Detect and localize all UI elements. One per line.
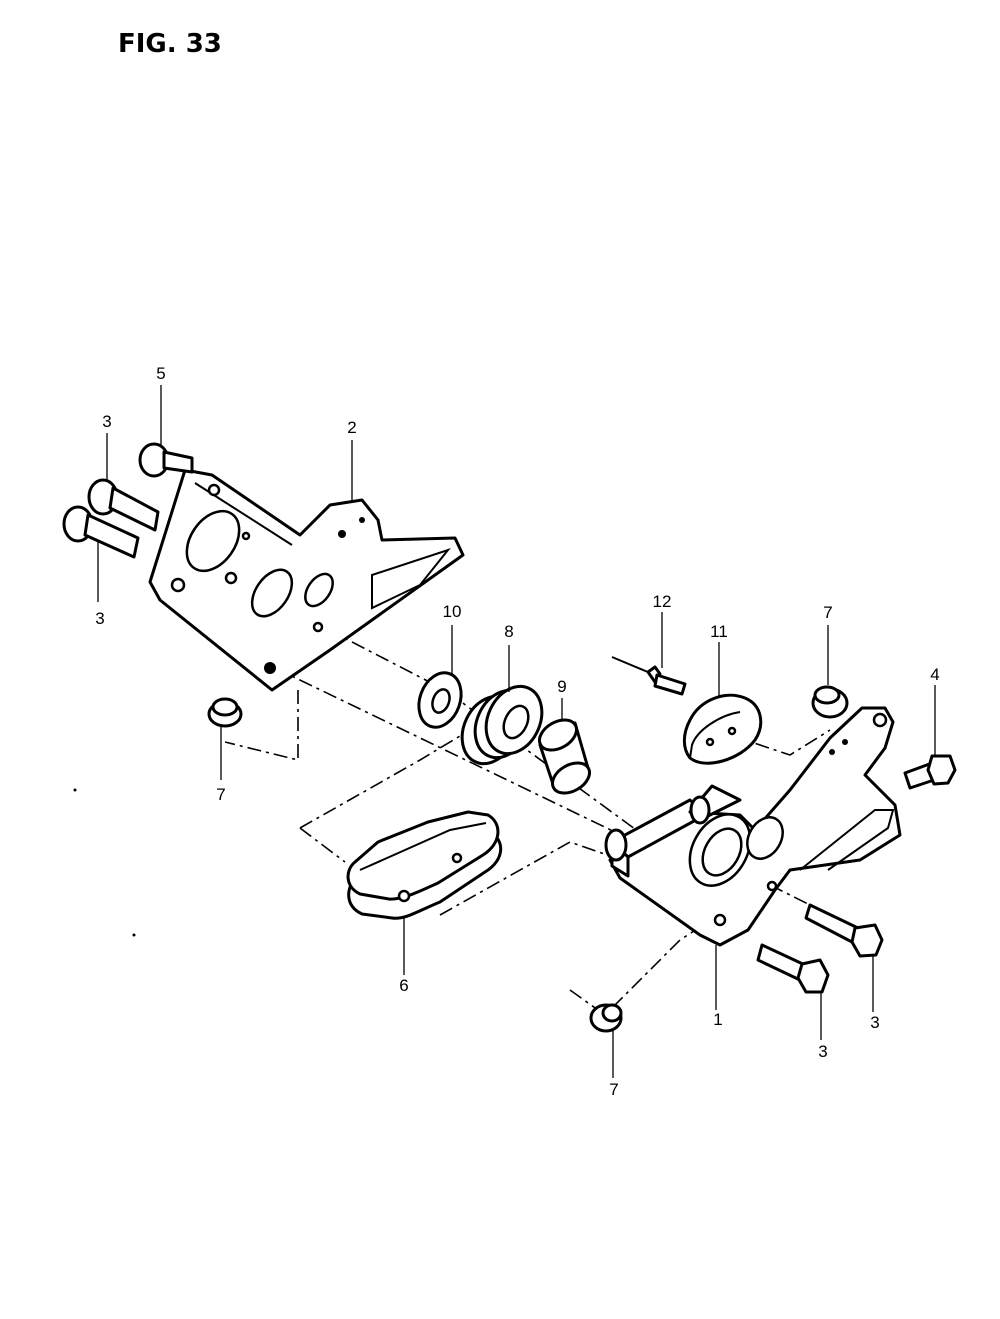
callout-7-left: 7 xyxy=(216,785,225,804)
callout-7-upper: 7 xyxy=(823,603,832,622)
callout-3-top: 3 xyxy=(102,412,111,431)
bolt-5 xyxy=(138,442,194,478)
callout-labels: 2 5 3 3 10 8 9 12 11 7 4 7 6 1 3 3 7 xyxy=(95,364,939,1099)
nut-7-left xyxy=(207,697,243,728)
callout-5: 5 xyxy=(156,364,165,383)
cushion-11 xyxy=(682,693,763,765)
nut-7-bottom xyxy=(589,1003,623,1033)
callout-2: 2 xyxy=(347,418,356,437)
bracket-assembly-1 xyxy=(604,706,902,947)
callout-1: 1 xyxy=(713,1010,722,1029)
callout-11: 11 xyxy=(710,622,728,641)
leader-lines xyxy=(97,385,936,1078)
bolt-3-upper xyxy=(87,478,160,532)
callout-12: 12 xyxy=(653,592,672,611)
callout-4: 4 xyxy=(930,665,939,684)
pad-6 xyxy=(346,810,503,920)
callout-3-bottom: 3 xyxy=(818,1042,827,1061)
stray-mark xyxy=(73,788,77,792)
callout-3-right: 3 xyxy=(870,1013,879,1032)
bolt-3-right-lower xyxy=(756,943,830,994)
nut-7-upper-right xyxy=(811,685,849,719)
washer-10 xyxy=(417,671,463,729)
callout-6: 6 xyxy=(399,976,408,995)
callout-9: 9 xyxy=(557,677,566,696)
callout-3-left: 3 xyxy=(95,609,104,628)
stray-mark xyxy=(132,933,136,937)
bolt-3-right-upper xyxy=(804,903,884,958)
callout-10: 10 xyxy=(443,602,462,621)
callout-8: 8 xyxy=(504,622,513,641)
bolt-4 xyxy=(903,754,957,790)
bushing-8 xyxy=(460,684,544,766)
callout-7-bottom: 7 xyxy=(609,1080,618,1099)
rivet-12 xyxy=(611,656,687,696)
bracket-plate-2 xyxy=(148,468,465,692)
collar-9 xyxy=(538,718,591,795)
figure-title: FIG. 33 xyxy=(118,29,222,59)
bolt-3-lower xyxy=(62,505,140,559)
